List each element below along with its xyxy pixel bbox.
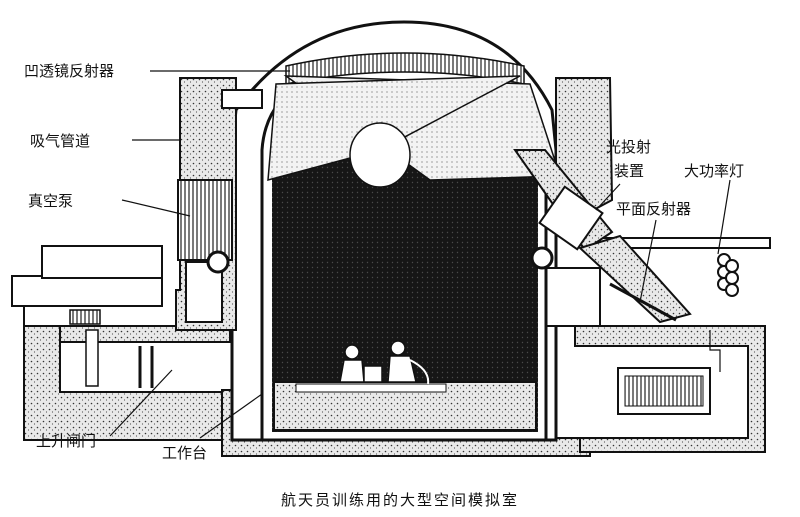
- light-projector-assembly: [513, 149, 739, 372]
- lamp-array: [717, 253, 739, 297]
- label-workbench: 工作台: [162, 444, 207, 462]
- chamber-interior: [260, 52, 562, 442]
- label-light-projector-line1: 光投射: [606, 138, 651, 156]
- figure-caption: 航天员训练用的大型空间模拟室: [281, 491, 519, 509]
- label-concave-mirror: 凹透镜反射器: [24, 62, 114, 80]
- leader-lines: [109, 70, 731, 439]
- astronaut-figures: [339, 340, 430, 385]
- label-vacuum-pump: 真空泵: [28, 192, 73, 210]
- label-plane-mirror: 平面反射器: [616, 200, 691, 218]
- label-lift-gate: 上升闸门: [36, 432, 96, 450]
- label-light-projector-line2: 装置: [614, 162, 644, 180]
- vacuum-pump-assembly: [177, 89, 554, 323]
- label-high-power-lamp: 大功率灯: [684, 162, 744, 180]
- label-intake-duct: 吸气管道: [30, 132, 90, 150]
